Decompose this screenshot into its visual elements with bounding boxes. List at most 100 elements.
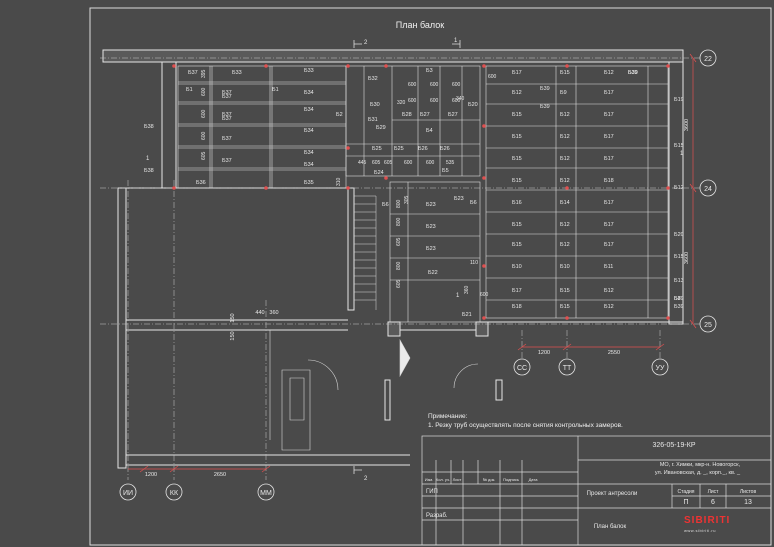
axis-label: 22 xyxy=(704,56,712,63)
section-mark: 2 xyxy=(364,40,368,46)
beam-label: Б17 xyxy=(604,222,614,228)
dim-label: 440 xyxy=(255,310,264,316)
sheets-value: 13 xyxy=(744,499,752,506)
axis-bubble-tt xyxy=(558,358,576,376)
dim-label: 3600 xyxy=(684,252,690,264)
dim-label: 360 xyxy=(269,310,278,316)
axis-label: СС xyxy=(517,365,527,372)
dim-label: 605 xyxy=(396,279,402,288)
dim-label: 2550 xyxy=(608,350,620,356)
stairs xyxy=(354,195,377,310)
beam-label: Б27 xyxy=(420,112,430,118)
beam-label: Б30 xyxy=(370,102,380,108)
axis-bubble-24 xyxy=(699,179,717,197)
beam-label: Б23 xyxy=(426,224,436,230)
beam-label: Б39 xyxy=(674,304,684,310)
beam-label: Б15 xyxy=(512,134,522,140)
beam-label: Б37 xyxy=(222,112,232,118)
dim-ticks xyxy=(128,53,697,473)
axis-bubble-mm xyxy=(257,483,275,501)
column-nodes xyxy=(172,64,670,320)
beam-label: Б27 xyxy=(448,112,458,118)
beam-label: Б11 xyxy=(604,264,613,270)
dim-label: 600 xyxy=(452,98,461,104)
beam-label: Б39 xyxy=(540,86,550,92)
dim-label: 600 xyxy=(426,160,435,166)
beam-label: Б22 xyxy=(428,270,438,276)
axis-label: ИИ xyxy=(123,490,133,497)
beams-right-block xyxy=(485,65,669,319)
beam-label: Б23 xyxy=(426,202,436,208)
section-mark: 1 xyxy=(680,151,684,157)
dim-label: 605 xyxy=(384,160,393,166)
beam-label: Б12 xyxy=(560,112,570,118)
axis-bubble-22 xyxy=(699,49,717,67)
tb-header: Кол. уч. xyxy=(436,477,450,482)
tb-header: № док. xyxy=(483,477,496,482)
dim-label: 310 xyxy=(336,177,342,186)
beam-label: Б13 xyxy=(674,278,684,284)
dim-label: 1200 xyxy=(145,472,157,478)
beam-label: Б37 xyxy=(222,116,232,122)
axis-label: УУ xyxy=(656,365,665,372)
beam-label: Б15 xyxy=(674,143,684,149)
beam-label: Б6 xyxy=(470,200,477,206)
axis-label: 25 xyxy=(704,322,712,329)
beam-label: Б12 xyxy=(674,185,684,191)
beam-label: Б12 xyxy=(512,90,522,96)
beam-labels-left: Б33 Б37 Б33 Б1 Б37 Б1 Б37 Б34 Б37 Б34 Б3… xyxy=(144,68,343,186)
axis-bubble-uu xyxy=(651,358,669,376)
dimension-labels: 1200 2650 1200 2550 3600 3600 440 360 15… xyxy=(145,119,690,478)
dim-label: 600 xyxy=(201,131,207,140)
beam-label: Б12 xyxy=(560,156,570,162)
beam-label: Б12 xyxy=(560,178,570,184)
beam-label: Б23 xyxy=(454,196,464,202)
dim-label: 535 xyxy=(446,160,455,166)
dim-label: 445 xyxy=(358,160,367,166)
tb-header: Изм. xyxy=(425,477,434,482)
beam-label: Б12 xyxy=(560,242,570,248)
beam-label: Б7 xyxy=(674,296,681,302)
beam-label: Б26 xyxy=(418,146,428,152)
beam-label: Б16 xyxy=(512,200,522,206)
beam-label: Б3 xyxy=(426,68,433,74)
beam-label: Б12 xyxy=(604,304,614,310)
beam-label: Б38 xyxy=(144,124,154,130)
dim-label: 605 xyxy=(201,151,207,160)
axis-bubble-ii xyxy=(119,483,137,501)
dim-label: 800 xyxy=(396,199,402,208)
dim-label: 600 xyxy=(201,87,207,96)
beam-label: Б17 xyxy=(604,242,614,248)
beam-label: Б1 xyxy=(272,87,279,93)
beam-label: Б12 xyxy=(604,70,614,76)
beam-label: Б12 xyxy=(560,134,570,140)
beam-label: Б17 xyxy=(604,200,614,206)
company-url: www.sibiriti.ru xyxy=(684,528,716,533)
beam-label: Б39 xyxy=(540,104,550,110)
title-block-text: 326-05-19-КР МО, г. Химки, мкр-н. Нового… xyxy=(425,442,757,530)
beam-label: Б17 xyxy=(512,70,522,76)
beam-label: Б37 xyxy=(222,94,232,100)
dim-label: 340 xyxy=(456,96,465,102)
beam-label: Б15 xyxy=(560,288,570,294)
beam-label: Б36 xyxy=(196,180,206,186)
beam-label: Б15 xyxy=(512,112,522,118)
beam-label: Б25 xyxy=(394,146,404,152)
beams-mid-block xyxy=(345,65,481,323)
dim-label: 600 xyxy=(430,98,439,104)
beam-label: Б4 xyxy=(426,128,433,134)
beam-label: Б39 xyxy=(628,70,638,76)
beam-label: Б6 xyxy=(382,202,389,208)
address-line-1: МО, г. Химки, мкр-н. Новогорск, xyxy=(660,462,741,468)
dim-label: 600 xyxy=(408,82,417,88)
beam-label: Б17 xyxy=(512,288,522,294)
beam-label: Б34 xyxy=(304,107,314,113)
beam-label: Б37 xyxy=(222,136,232,142)
beam-label: Б15 xyxy=(512,156,522,162)
dim-label: 395 xyxy=(201,69,207,78)
dim-label: 110 xyxy=(470,260,478,266)
beam-label: Б33 xyxy=(304,68,314,74)
sheet-value: 6 xyxy=(711,499,715,506)
tb-header: Дата xyxy=(529,477,539,482)
